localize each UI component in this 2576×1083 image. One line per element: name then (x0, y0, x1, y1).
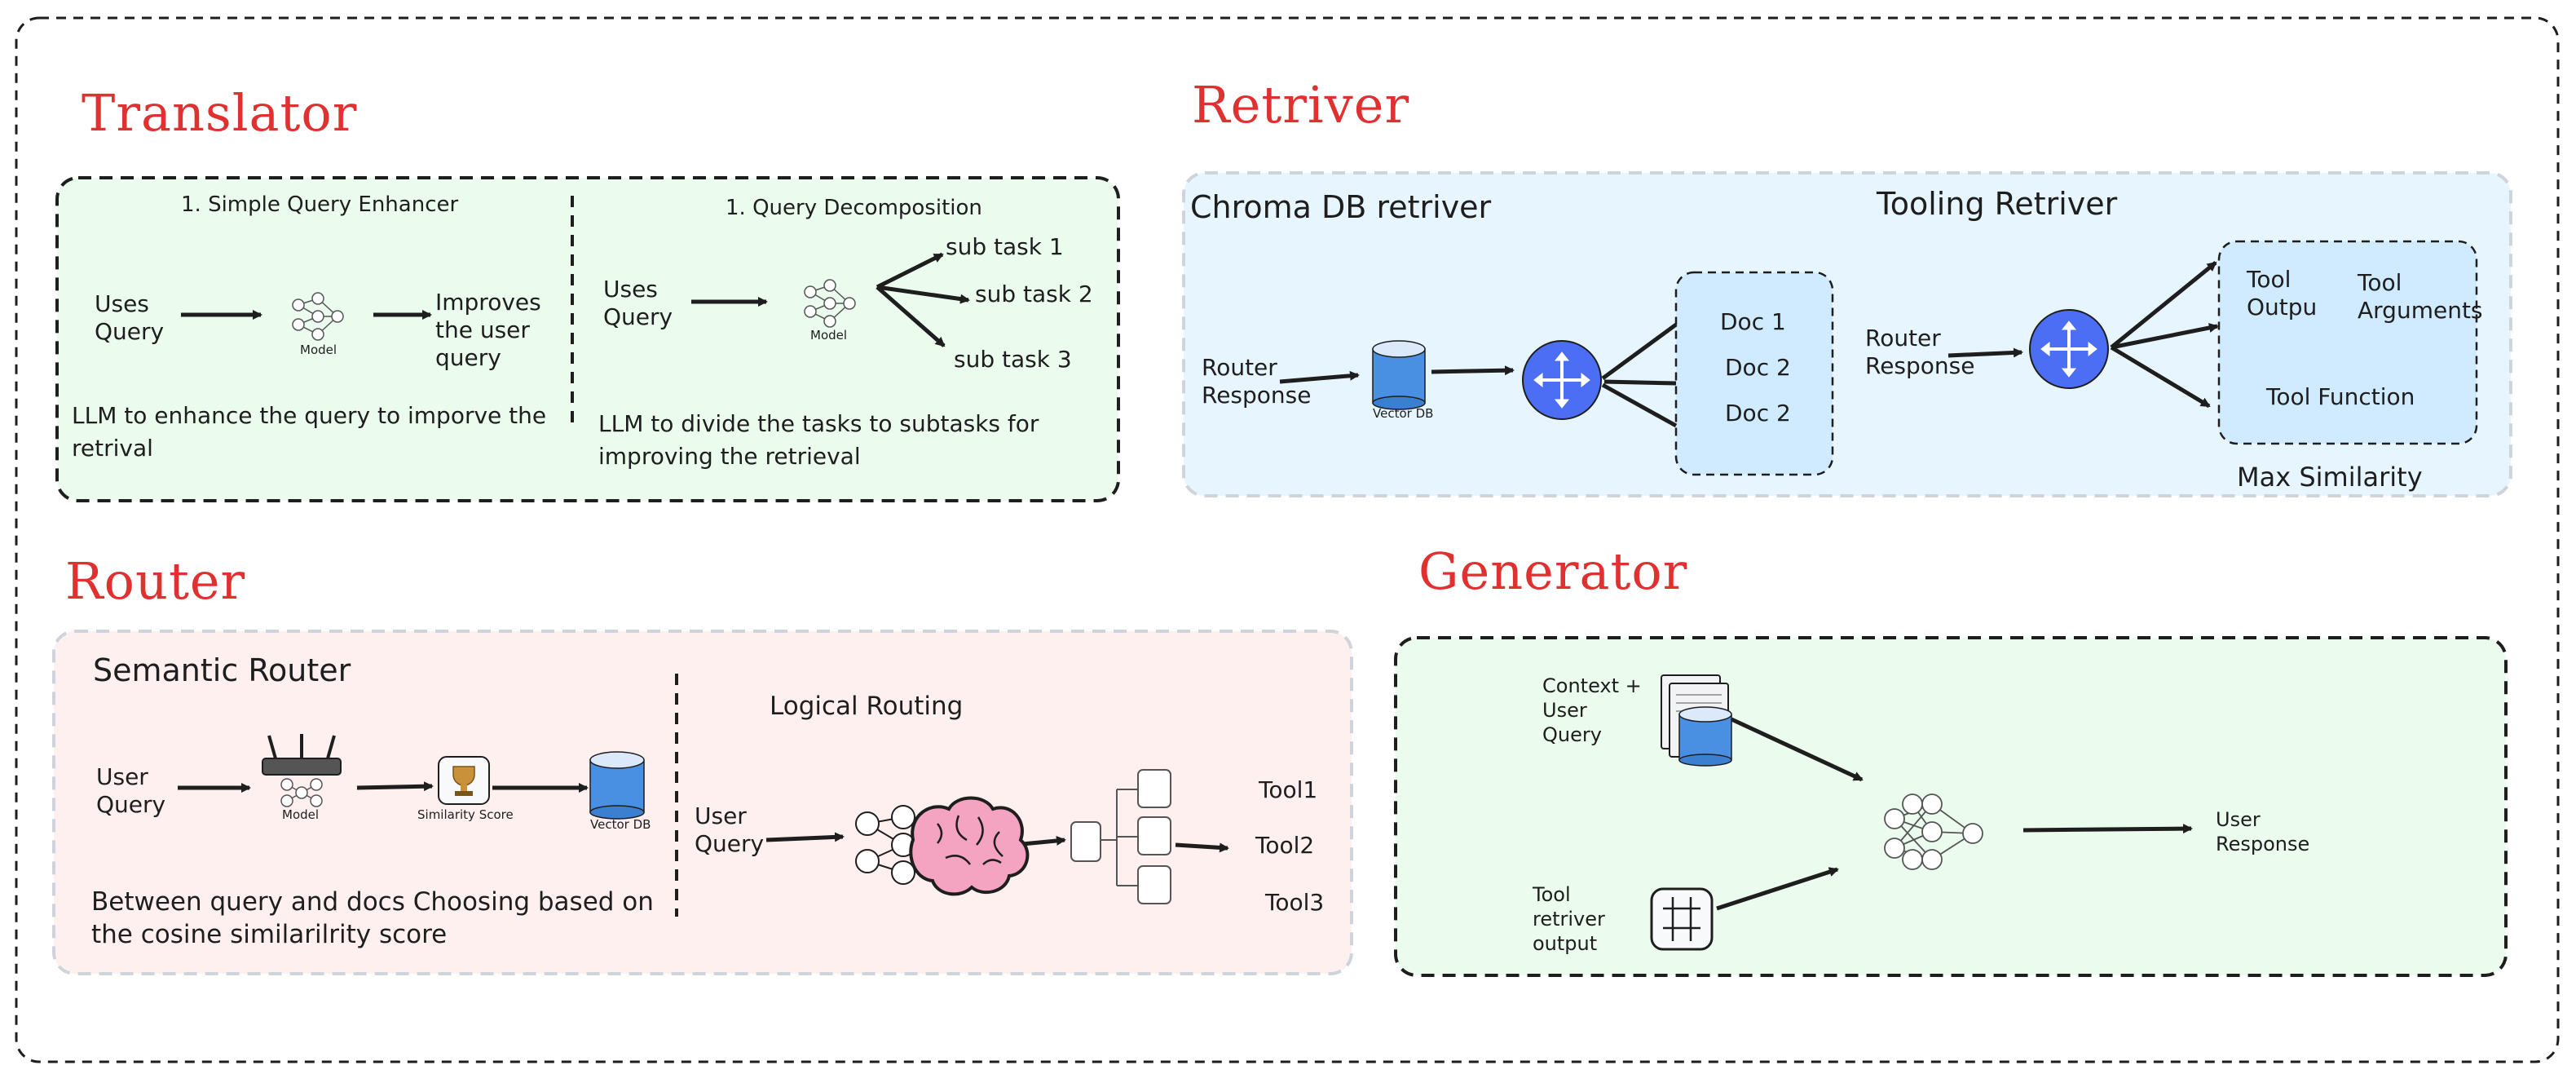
decomp-heading: 1. Query Decomposition (726, 196, 982, 220)
tree-icon (1070, 769, 1171, 904)
tool-3-label: Tool3 (1265, 889, 1325, 916)
translator-panel (55, 176, 1120, 502)
decomp-model-label: Model (810, 328, 848, 343)
retriever-db-icon (1372, 340, 1426, 410)
generator-model-icon (1884, 793, 1983, 870)
tool-1-label: Tool1 (1259, 776, 1318, 803)
similarity-score-label: Similarity Score (417, 807, 514, 822)
tooling-input-label: Router Response (1865, 325, 1975, 379)
arrow-tool-top (2110, 261, 2217, 349)
doc-2: Doc 2 (1725, 354, 1791, 381)
tooling-router-node (2029, 309, 2109, 389)
link-doc-top (1601, 322, 1678, 381)
generator-title: Generator (1418, 542, 1688, 601)
outer-frame (15, 16, 2560, 1063)
semantic-input-label: User Query (96, 763, 166, 818)
arrow-tree-to-tools (1175, 842, 1229, 853)
docs-box (1674, 271, 1834, 476)
router-panel (52, 630, 1353, 975)
tool-arguments-label: Tool Arguments (2358, 269, 2483, 324)
brain-icon (855, 796, 1030, 896)
arrow-task3 (876, 285, 946, 347)
arrow-logical-in (765, 832, 845, 842)
decomp-model-icon (804, 279, 856, 328)
router-db-icon (589, 751, 645, 820)
link-doc-mid (1603, 379, 1677, 386)
max-similarity-label: Max Similarity (2237, 462, 2423, 493)
arrow-tooling-in (1947, 347, 2023, 358)
arrow-context-to-model (1730, 717, 1864, 782)
enhancer-heading: 1. Simple Query Enhancer (181, 192, 459, 217)
retriever-title: Retriver (1192, 75, 1410, 135)
sub-task-1: sub task 1 (946, 233, 1064, 260)
documents-icon (1661, 674, 1732, 767)
arrow-db-to-router (1431, 365, 1515, 376)
semantic-model-label: Model (282, 807, 320, 822)
arrow-model-to-response (2022, 824, 2193, 834)
enhancer-output-label: Improves the user query (435, 289, 541, 371)
arrow-task2 (876, 285, 970, 304)
arrow-tool-bot (2110, 345, 2211, 409)
trophy-icon (438, 756, 490, 805)
logical-input-label: User Query (695, 802, 765, 857)
tooling-heading: Tooling Retriver (1877, 186, 2118, 222)
user-response-label: User Response (2216, 808, 2310, 855)
retriever-db-label: Vector DB (1373, 406, 1434, 421)
tool-function-label: Tool Function (2266, 383, 2415, 410)
grid-icon (1650, 887, 1714, 951)
context-label: Context + User Query (1542, 674, 1642, 746)
decomp-caption: LLM to divide the tasks to subtasks for … (598, 410, 1039, 470)
router-title: Router (65, 551, 246, 611)
tool-2-label: Tool2 (1255, 832, 1315, 859)
chroma-heading: Chroma DB retriver (1190, 189, 1492, 225)
tool-output-label: Tool Outpu (2247, 266, 2318, 320)
router-device-icon (262, 734, 342, 807)
arrow-model-to-score (356, 781, 434, 792)
doc-3: Doc 2 (1725, 400, 1791, 427)
tool-retriver-label: Tool retriver output (1533, 883, 1605, 955)
retriever-panel (1182, 171, 2512, 497)
logical-heading: Logical Routing (770, 692, 964, 721)
arrow-tool-mid (2111, 323, 2219, 350)
enhancer-caption: LLM to enhance the query to imporve the … (72, 402, 547, 462)
arrow-task1 (876, 252, 944, 290)
chroma-router-node (1522, 340, 1602, 420)
sub-task-2: sub task 2 (975, 281, 1093, 307)
tools-box (2217, 240, 2478, 445)
enhancer-input-label: Uses Query (95, 290, 165, 345)
sub-task-3: sub task 3 (954, 346, 1072, 373)
chroma-input-label: Router Response (1202, 354, 1312, 409)
semantic-caption: Between query and docs Choosing based on… (91, 887, 654, 949)
decomp-input-label: Uses Query (603, 276, 673, 330)
link-doc-bot (1601, 382, 1678, 428)
doc-1: Doc 1 (1720, 308, 1786, 335)
arrow-tool-to-model (1716, 867, 1839, 911)
router-db-label: Vector DB (590, 817, 651, 832)
semantic-heading: Semantic Router (93, 652, 351, 688)
enhancer-model-icon (292, 292, 344, 341)
arrow-chroma-in (1279, 370, 1360, 384)
translator-title: Translator (82, 83, 358, 143)
enhancer-model-label: Model (300, 343, 337, 357)
